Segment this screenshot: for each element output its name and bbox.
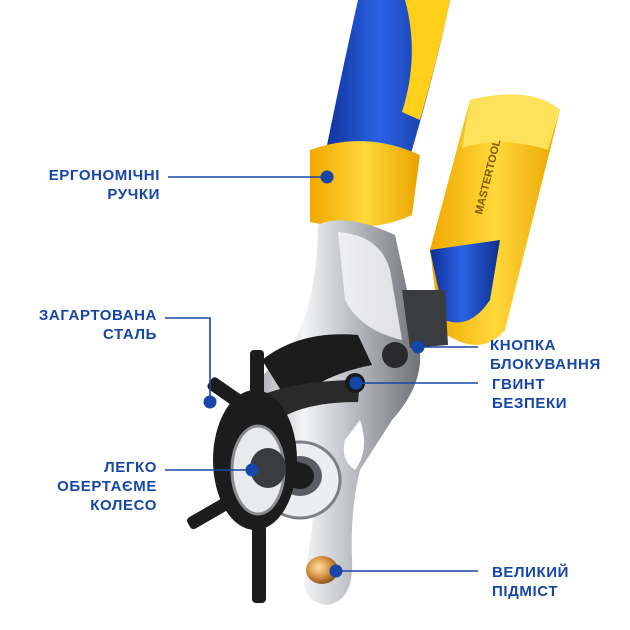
leader-lines <box>165 176 478 572</box>
brass-anvil-icon <box>306 556 338 584</box>
lock-bolt-icon <box>382 342 408 368</box>
callout-line: ВЕЛИКИЙ <box>492 564 570 581</box>
callout-dot-icon <box>320 170 334 184</box>
rear-handle: MASTERTOOL <box>430 94 560 345</box>
callout-line: ПІДМІСТ <box>492 583 559 600</box>
callout-dot-icon <box>329 564 343 578</box>
callout-dot-icon <box>411 340 425 354</box>
callout-line: ОБЕРТАЄМЕ <box>57 478 157 495</box>
callout-lock-button: КНОПКА БЛОКУВАННЯ <box>490 336 601 374</box>
callout-ergonomic-handles: ЕРГОНОМІЧНІ РУЧКИ <box>49 166 160 204</box>
jaw-lever <box>262 334 372 420</box>
callout-rotating-wheel: ЛЕГКО ОБЕРТАЄМЕ КОЛЕСО <box>57 458 157 515</box>
leader-dots <box>203 170 425 578</box>
callout-dot-icon <box>203 395 217 409</box>
callout-line: СТАЛЬ <box>103 326 157 343</box>
callout-line: ЕРГОНОМІЧНІ <box>48 167 160 184</box>
callout-line: БЛОКУВАННЯ <box>490 356 601 373</box>
callout-line: ЛЕГКО <box>104 459 157 476</box>
callout-large-anvil: ВЕЛИКИЙ ПІДМІСТ <box>492 563 569 601</box>
callout-line: РУЧКИ <box>107 186 160 203</box>
punch-wheel <box>187 350 314 603</box>
callout-line: ГВИНТ <box>492 376 546 393</box>
callout-hardened-steel: ЗАГАРТОВАНА СТАЛЬ <box>39 306 157 344</box>
callout-line: КНОПКА <box>490 337 557 354</box>
leader-steel <box>165 317 211 402</box>
callout-dot-icon <box>349 376 363 390</box>
callout-safety-screw: ГВИНТ БЕЗПЕКИ <box>492 375 567 413</box>
front-handle <box>310 0 450 228</box>
callout-line: БЕЗПЕКИ <box>492 395 568 412</box>
callout-dot-icon <box>245 463 259 477</box>
callout-line: КОЛЕСО <box>90 497 157 514</box>
callout-line: ЗАГАРТОВАНА <box>38 307 157 324</box>
